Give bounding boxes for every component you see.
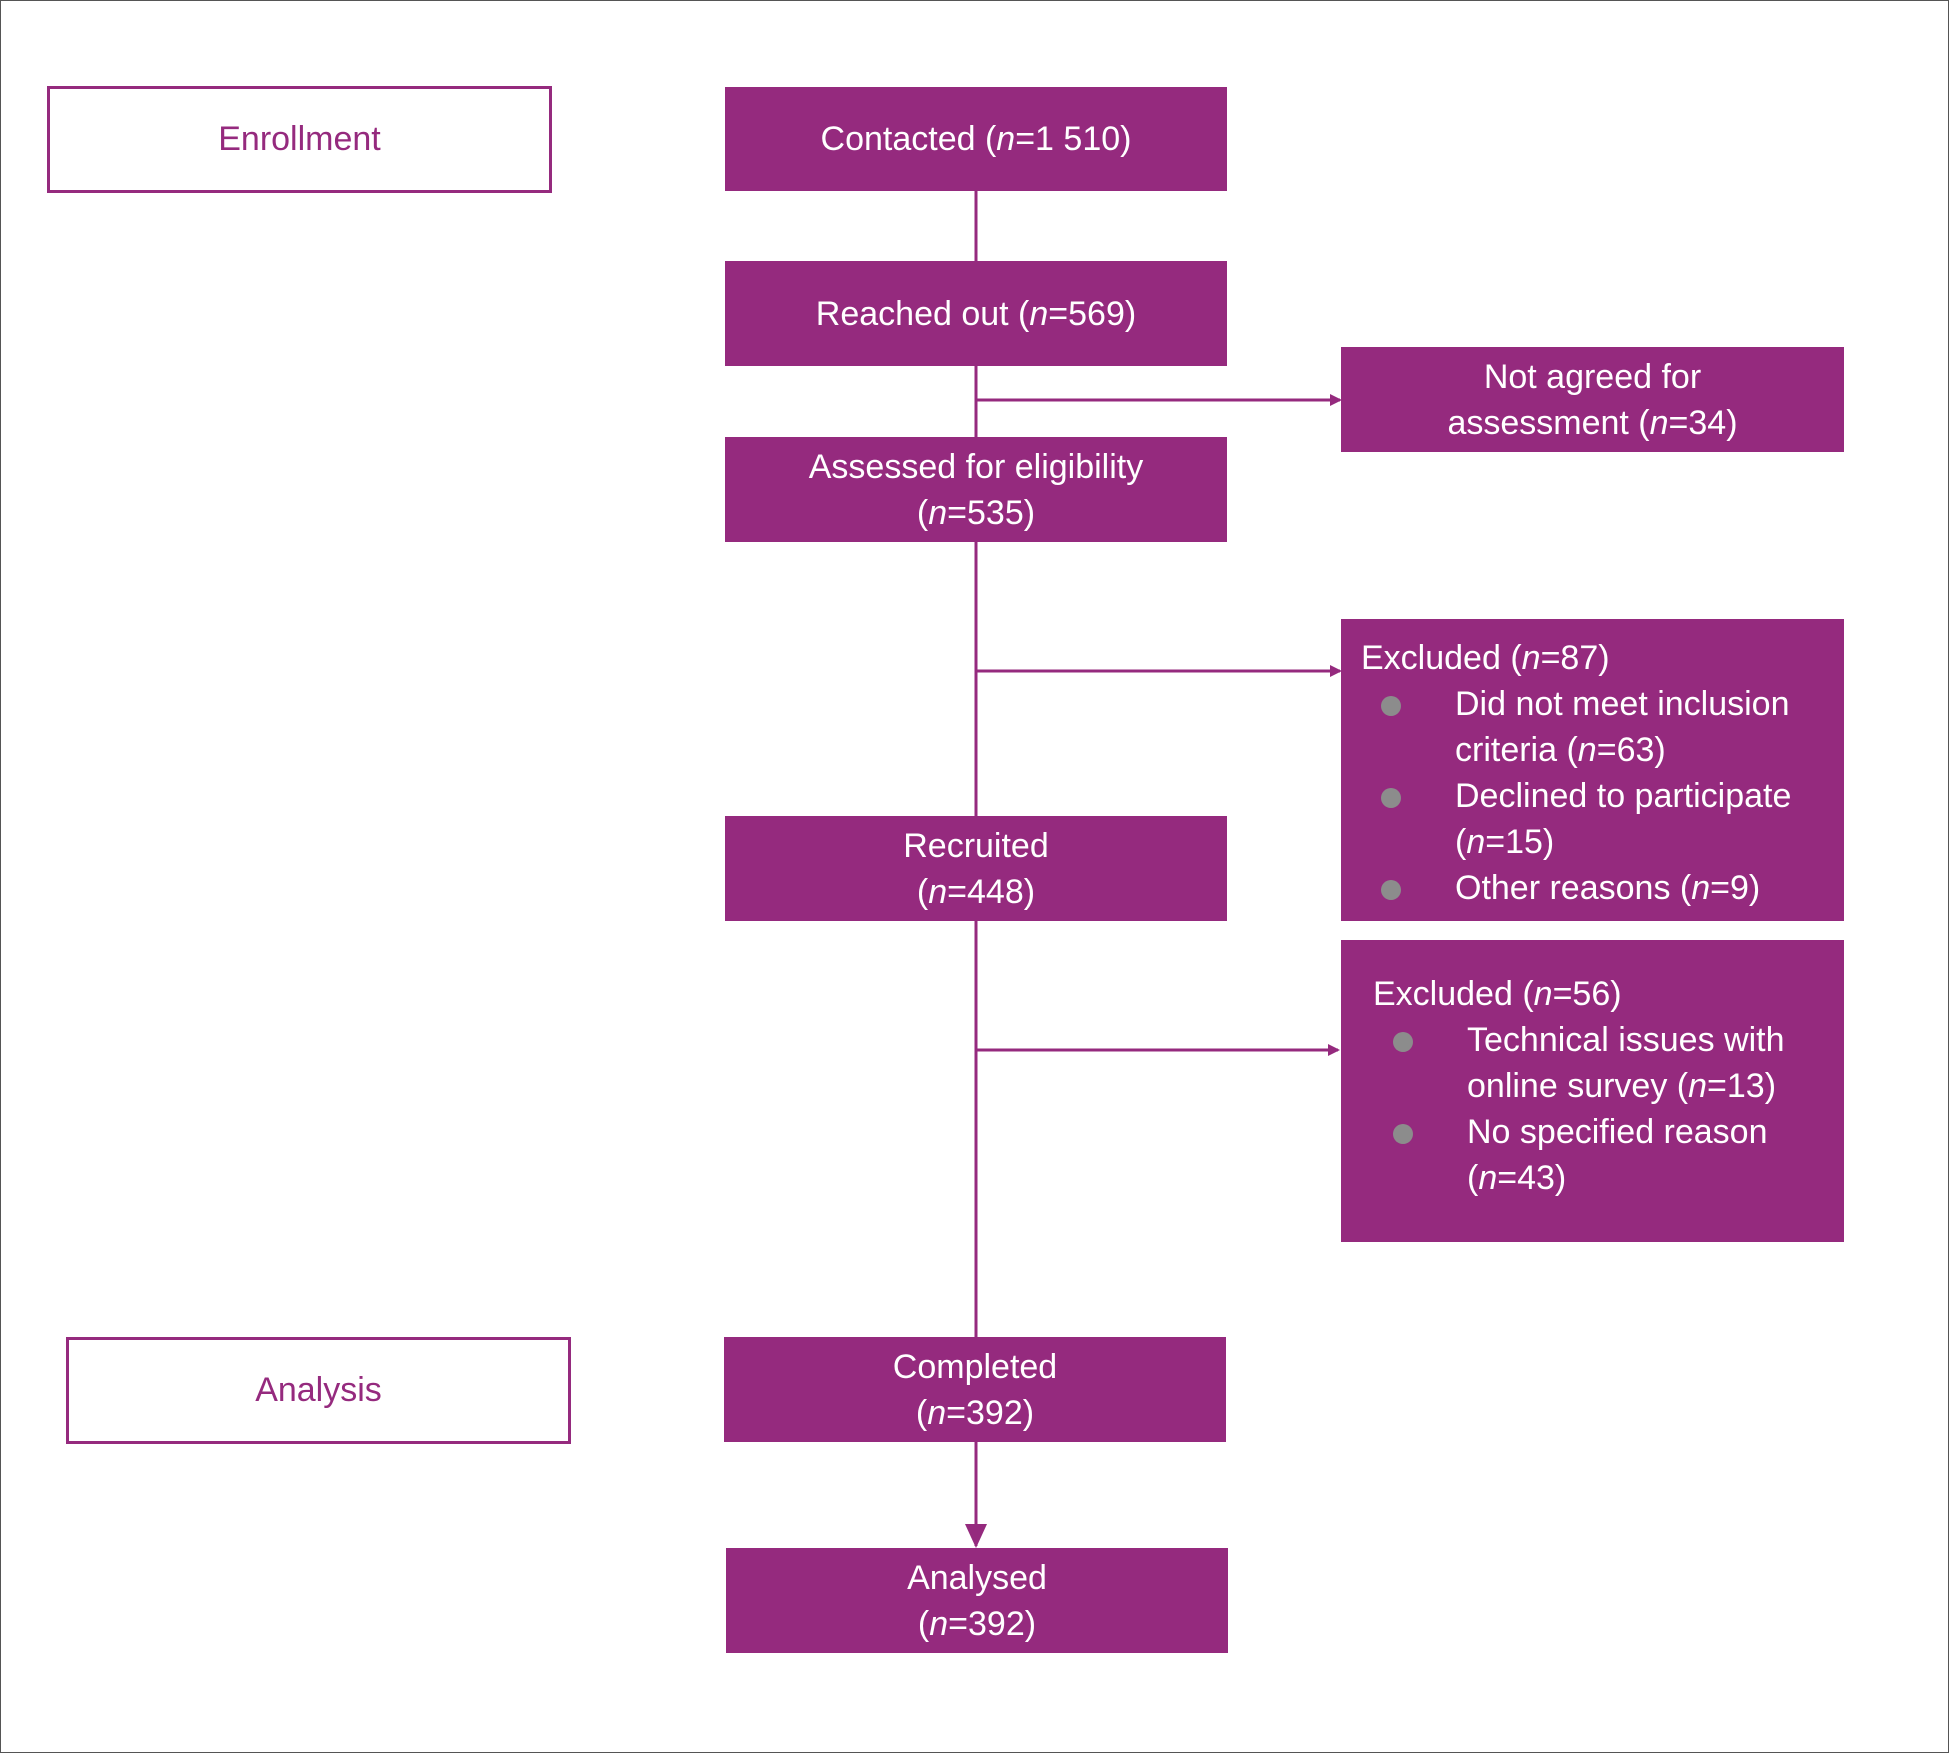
stage-analysis-label: Analysis <box>255 1371 382 1409</box>
stage-enrollment: Enrollment <box>47 86 552 193</box>
node-excluded-56: Excluded (n=56) Technical issues with on… <box>1341 940 1844 1242</box>
exclusion-reason: No specified reason (n=43) <box>1373 1109 1784 1201</box>
node-completed: Completed (n=392) <box>724 1337 1226 1442</box>
node-assessed: Assessed for eligibility (n=535) <box>725 437 1227 542</box>
node-reached-out: Reached out (n=569) <box>725 261 1227 366</box>
exclusion-reason: Other reasons (n=9) <box>1361 865 1791 911</box>
node-contacted: Contacted (n=1 510) <box>725 87 1227 191</box>
node-recruited: Recruited (n=448) <box>725 816 1227 921</box>
node-analysed: Analysed (n=392) <box>726 1548 1228 1653</box>
exclusion-reason: Did not meet inclusion criteria (n=63) <box>1361 681 1791 773</box>
stage-enrollment-label: Enrollment <box>218 120 381 158</box>
node-excluded-87: Excluded (n=87) Did not meet inclusion c… <box>1341 619 1844 921</box>
exclusion-reason: Technical issues with online survey (n=1… <box>1373 1017 1784 1109</box>
node-not-agreed: Not agreed for assessment (n=34) <box>1341 347 1844 452</box>
stage-analysis: Analysis <box>66 1337 571 1444</box>
exclusion-reason: Declined to participate (n=15) <box>1361 773 1791 865</box>
